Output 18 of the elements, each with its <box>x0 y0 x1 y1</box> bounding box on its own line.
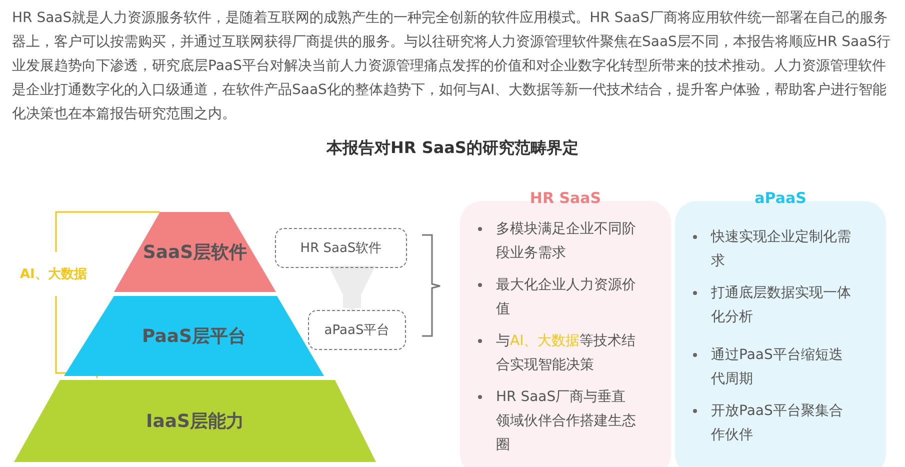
bullet-item: 开放PaaS平台聚集合作伙伴 <box>689 399 851 447</box>
bullet-item: 快速实现企业定制化需求 <box>689 225 851 273</box>
intro-paragraph: HR SaaS就是人力资源服务软件，是随着互联网的成熟产生的一种完全创新的软件应用模式。HR SaaS厂商将应用软件统一部署在自己的服务器上，客户可以按需购买，并通过互联网获得厂商提供的服务。与以往研究将人力资源管理软件聚焦在SaaS层不同，本报告将顺应HR SaaS行业发展趋势向下渗透，研究底层PaaS平台对解决当前人力资源管理痛点发挥的价值和对企业数字化转型所带来的技术推动。人力资源管理软件是企业打通数字化的入口级通道，在软件产品SaaS化的整体趋势下，如何与AI、大数据等新一代技术结合，提升客户体验，帮助客户进行智能化决策也在本篇报告研究范围之内。 <box>12 9 892 124</box>
bullet-item: 打通底层数据实现一体化分析 <box>689 281 851 329</box>
panel-heading: HR SaaS <box>528 189 602 207</box>
diagram-title: 本报告对HR SaaS的研究范畴界定 <box>325 138 580 159</box>
bullet-item: 通过PaaS平台缩短迭代周期 <box>689 343 851 391</box>
dashed-box: aPaaS平台 <box>308 310 406 350</box>
pyramid-tier: PaaS层平台 <box>62 296 326 376</box>
pyramid-tier: IaaS层能力 <box>12 380 378 462</box>
bullet-item: 最大化企业人力资源价值 <box>474 273 636 321</box>
bracket-label: AI、大数据 <box>20 266 87 283</box>
dashed-box: HR SaaS软件 <box>275 228 407 268</box>
bullet-item: 多模块满足企业不同阶段业务需求 <box>474 217 636 265</box>
arrow <box>328 266 376 313</box>
bullet-item: HR SaaS厂商与垂直领域伙伴合作搭建生态圈 <box>474 385 636 457</box>
panel-heading: aPaaS <box>754 189 808 207</box>
bullet-item: 与AI、大数据等技术结合实现智能决策 <box>474 329 636 377</box>
